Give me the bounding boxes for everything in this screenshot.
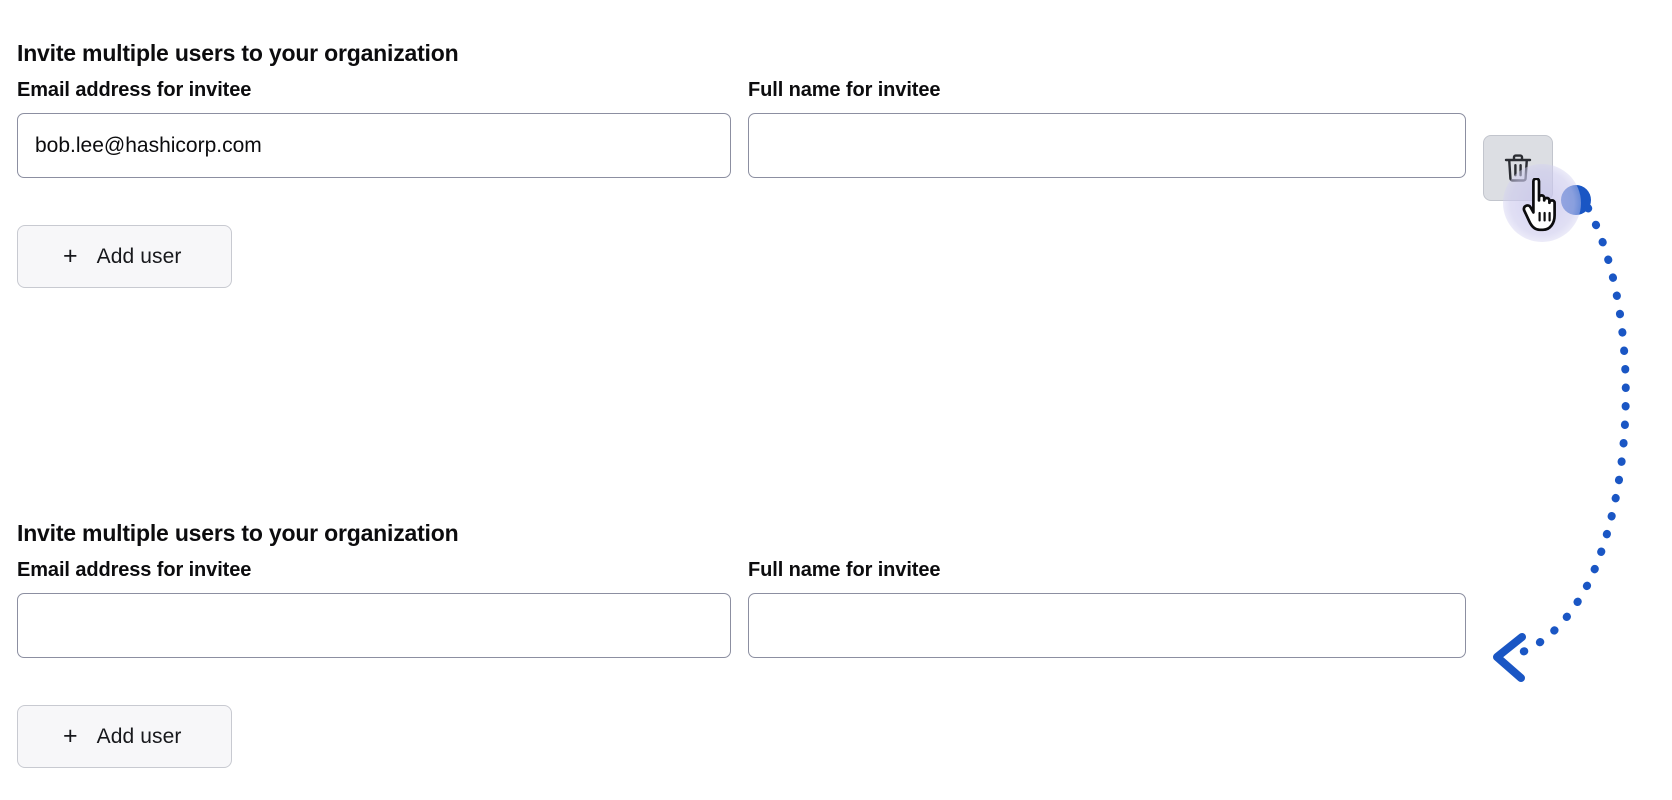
email-input[interactable] [17,593,731,658]
email-field-label: Email address for invitee [17,559,252,581]
plus-icon: + [63,722,78,750]
fullname-input[interactable] [748,113,1466,178]
add-user-button-label: Add user [96,724,182,748]
email-field-group: Email address for invitee [17,558,731,658]
fullname-field-label: Full name for invitee [748,559,941,581]
fullname-field-label: Full name for invitee [748,79,941,101]
fullname-field-group: Full name for invitee [748,78,1466,178]
fields-row: Email address for invitee Full name for … [0,78,1672,201]
trash-icon [1504,153,1532,183]
add-user-button-label: Add user [96,244,182,268]
fields-row: Email address for invitee Full name for … [0,558,1672,678]
plus-icon: + [63,242,78,270]
fullname-field-group: Full name for invitee [748,558,1466,658]
email-input[interactable] [17,113,731,178]
email-field-group: Email address for invitee [17,78,731,178]
add-user-button[interactable]: + Add user [17,705,232,768]
email-field-label: Email address for invitee [17,79,252,101]
page-title: Invite multiple users to your organizati… [17,40,459,67]
delete-row-button[interactable] [1483,135,1553,201]
add-user-button[interactable]: + Add user [17,225,232,288]
page-title: Invite multiple users to your organizati… [17,520,459,547]
fullname-input[interactable] [748,593,1466,658]
